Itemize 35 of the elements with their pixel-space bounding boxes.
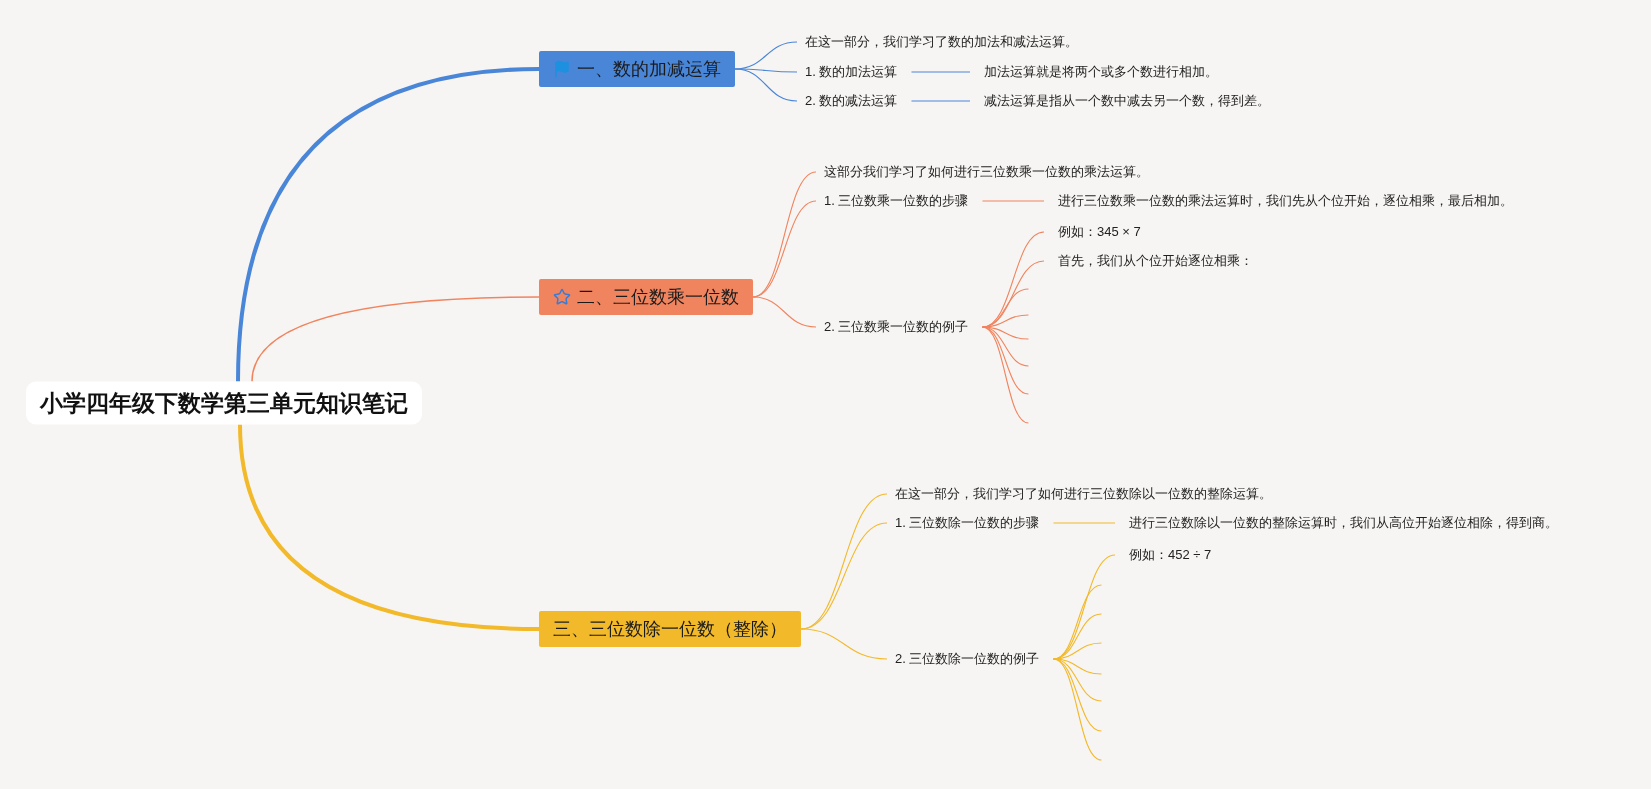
connector-line <box>981 200 1045 202</box>
connector-line <box>981 326 1029 424</box>
connector-line <box>1052 522 1116 524</box>
subtopic-text: 进行三位数除以一位数的整除运算时，我们从高位开始逐位相除，得到商。 <box>1129 512 1558 534</box>
subtopic-text: 2. 三位数乘一位数的例子 <box>824 316 969 338</box>
topic-box: 三、三位数除一位数（整除） <box>539 611 801 647</box>
connector-line <box>981 326 1029 340</box>
connector-line <box>238 424 540 631</box>
topic-box: 一、数的加减运算 <box>539 51 735 87</box>
connector-line <box>236 67 540 382</box>
subtopic-text: 例如：452 ÷ 7 <box>1129 544 1212 566</box>
subtopic-text: 例如：345 × 7 <box>1058 221 1141 243</box>
subtopic-text: 减法运算是指从一个数中减去另一个数，得到差。 <box>984 90 1270 112</box>
connector-line <box>1052 658 1102 761</box>
connector-line <box>752 200 817 298</box>
subtopic-text: 2. 三位数除一位数的例子 <box>895 648 1040 670</box>
connector-line <box>251 296 540 383</box>
subtopic-text: 进行三位数乘一位数的乘法运算时，我们先从个位开始，逐位相乘，最后相加。 <box>1058 190 1513 212</box>
connector-line <box>752 296 817 328</box>
subtopic-text: 1. 数的加法运算 <box>805 61 898 83</box>
topic-box: 二、三位数乘一位数 <box>539 279 753 315</box>
connector-line <box>1052 642 1102 660</box>
subtopic-text: 1. 三位数乘一位数的步骤 <box>824 190 969 212</box>
subtopic-text: 1. 三位数除一位数的步骤 <box>895 512 1040 534</box>
connector-line <box>800 628 888 660</box>
subtopic-text: 这部分我们学习了如何进行三位数乘一位数的乘法运算。 <box>824 161 1149 183</box>
subtopic-text: 在这一部分，我们学习了如何进行三位数除以一位数的整除运算。 <box>895 483 1272 505</box>
connector-line <box>910 71 971 73</box>
subtopic-text: 2. 数的减法运算 <box>805 90 898 112</box>
connector-line <box>734 68 798 102</box>
connector-line <box>910 100 971 102</box>
subtopic-text: 在这一部分，我们学习了数的加法和减法运算。 <box>805 31 1078 53</box>
subtopic-text: 加法运算就是将两个或多个数进行相加。 <box>984 61 1218 83</box>
central-topic-box: 小学四年级下数学第三单元知识笔记 <box>26 381 422 425</box>
subtopic-text: 首先，我们从个位开始逐位相乘： <box>1058 250 1253 272</box>
